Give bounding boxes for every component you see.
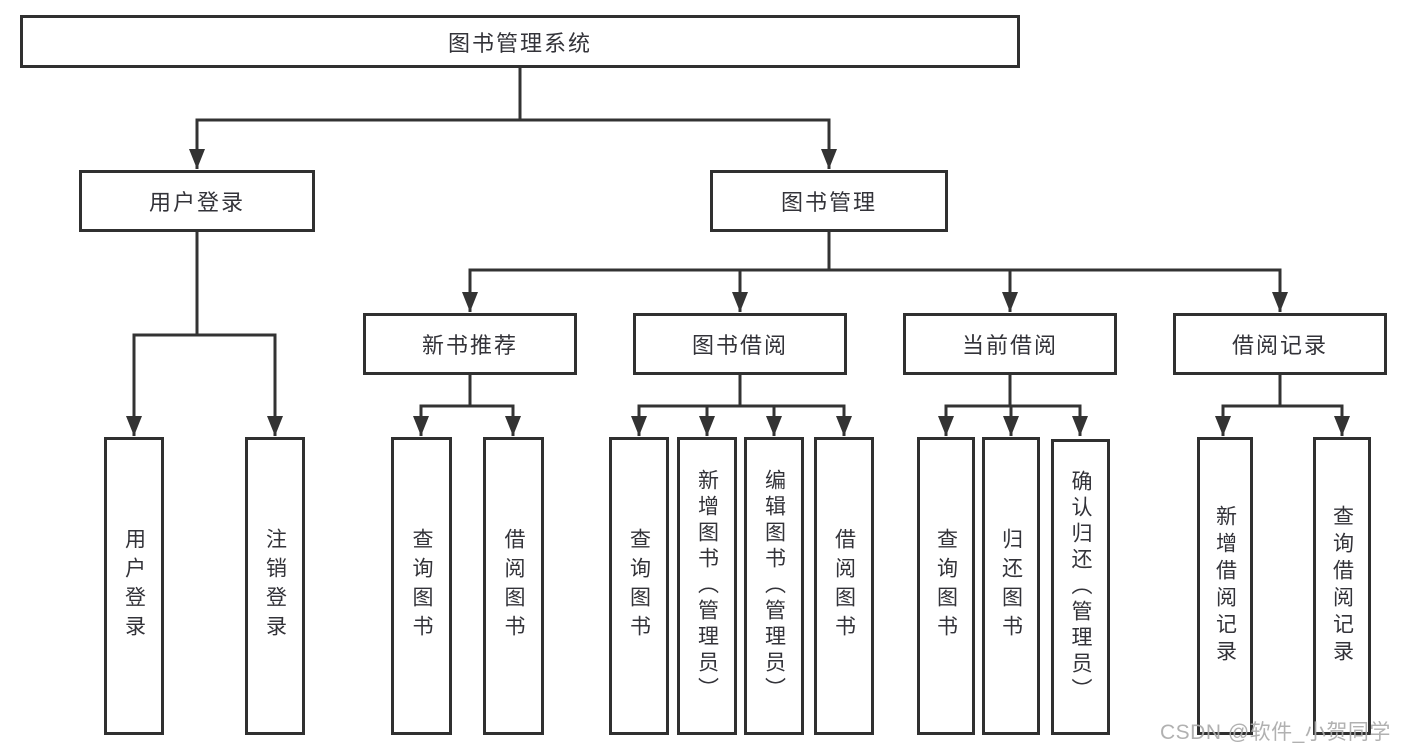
node-label: 查询图书	[934, 528, 958, 644]
node-book-borrowing: 图书借阅	[633, 313, 847, 375]
node-label: 借阅图书	[832, 528, 856, 644]
node-label: 归还图书	[999, 528, 1023, 644]
leaf-query-borrowing-record: 查询借阅记录	[1313, 437, 1371, 735]
leaf-query-books-recommendation: 查询图书	[391, 437, 452, 735]
node-new-book-recommendation: 新书推荐	[363, 313, 577, 375]
node-label: 新增图书（管理员）	[695, 469, 719, 703]
node-borrowing-records: 借阅记录	[1173, 313, 1387, 375]
node-label: 用户登录	[122, 528, 146, 644]
leaf-edit-books-admin: 编辑图书（管理员）	[744, 437, 804, 735]
node-label: 注销登录	[263, 528, 287, 644]
node-label: 用户登录	[148, 190, 245, 215]
leaf-add-books-admin: 新增图书（管理员）	[677, 437, 737, 735]
leaf-user-login: 用户登录	[104, 437, 164, 735]
leaf-confirm-return-admin: 确认归还（管理员）	[1051, 439, 1110, 735]
node-current-borrowing: 当前借阅	[903, 313, 1117, 375]
node-label: 借阅记录	[1231, 333, 1328, 358]
node-label: 查询图书	[627, 528, 651, 644]
csdn-watermark: CSDN @软件_小贺同学	[1160, 721, 1391, 744]
leaf-return-books: 归还图书	[982, 437, 1040, 735]
node-label: 当前借阅	[961, 333, 1058, 358]
leaf-add-borrowing-record: 新增借阅记录	[1197, 437, 1253, 735]
node-label: 图书管理系统	[447, 30, 592, 56]
node-label: 借阅图书	[502, 528, 525, 644]
node-label: 确认归还（管理员）	[1069, 470, 1092, 704]
node-book-management: 图书管理	[710, 170, 948, 232]
node-label: 新书推荐	[421, 333, 518, 358]
leaf-query-books-borrowing: 查询图书	[609, 437, 669, 735]
node-root: 图书管理系统	[20, 15, 1020, 68]
leaf-query-books-current: 查询图书	[917, 437, 975, 735]
leaf-logout: 注销登录	[245, 437, 305, 735]
node-label: 新增借阅记录	[1213, 505, 1237, 667]
leaf-borrow-books-borrowing: 借阅图书	[814, 437, 874, 735]
leaf-borrow-books-recommendation: 借阅图书	[483, 437, 544, 735]
node-label: 图书管理	[780, 190, 877, 215]
node-label: 编辑图书（管理员）	[762, 469, 786, 703]
node-label: 查询图书	[410, 528, 433, 644]
node-user-login: 用户登录	[79, 170, 315, 232]
node-label: 查询借阅记录	[1330, 505, 1354, 667]
node-label: 图书借阅	[691, 333, 788, 358]
